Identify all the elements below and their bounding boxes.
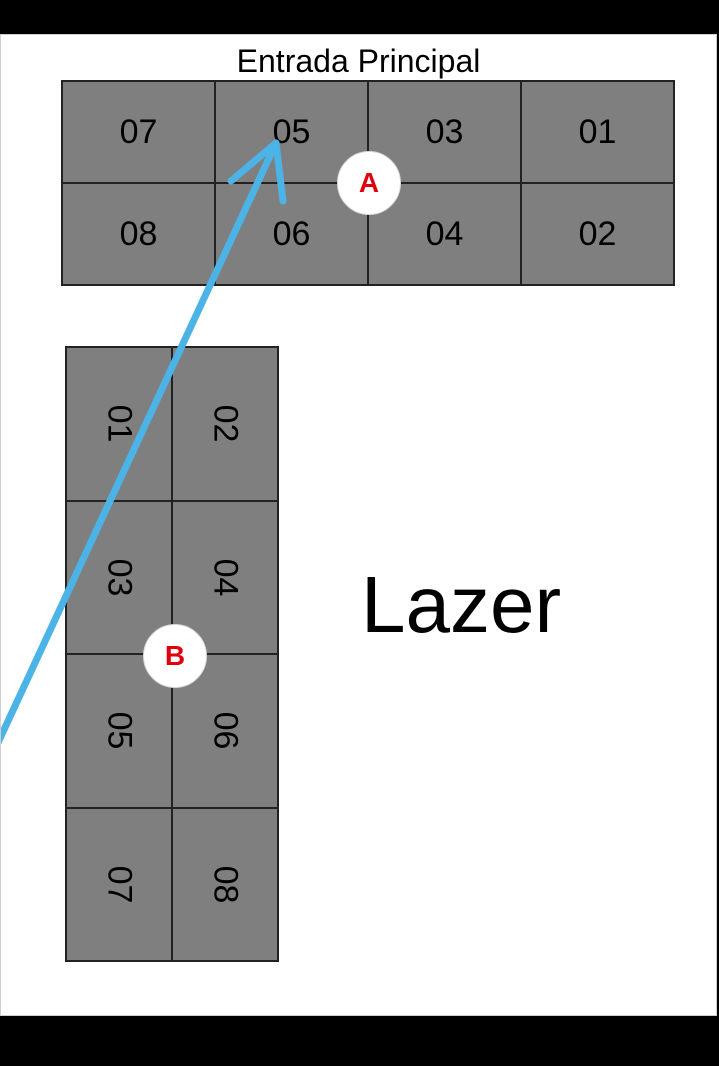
- lazer-area-label: Lazer: [361, 560, 562, 649]
- block-b-cell-label: 02: [206, 404, 245, 443]
- floor-plan-sheet: Entrada Principal 07 05 03 01 08 06 04 0…: [0, 34, 717, 1016]
- block-a-cell: 02: [521, 183, 674, 285]
- block-b-cell-label: 01: [100, 404, 139, 443]
- block-b-cell-label: 07: [100, 865, 139, 904]
- block-b-cell: 08: [172, 807, 278, 961]
- block-b-cell: 01: [66, 347, 172, 501]
- block-a-cell: 04: [368, 183, 521, 285]
- block-a-cell: 08: [62, 183, 215, 285]
- block-a-cell: 07: [62, 81, 215, 183]
- block-a-cell: 01: [521, 81, 674, 183]
- block-b-cell-label: 05: [100, 711, 139, 750]
- block-a-cell: 03: [368, 81, 521, 183]
- page-title: Entrada Principal: [236, 43, 481, 79]
- block-b-cell-label: 03: [100, 558, 139, 597]
- block-b-cell: 07: [66, 807, 172, 961]
- marker-a: A: [337, 151, 401, 215]
- marker-b: B: [143, 624, 207, 688]
- block-a-cell: 05: [215, 81, 368, 183]
- block-b-cell-label: 04: [206, 558, 245, 597]
- block-b-cell-label: 08: [206, 865, 245, 904]
- block-b-cell: 02: [172, 347, 278, 501]
- block-b-cell-label: 06: [206, 711, 245, 750]
